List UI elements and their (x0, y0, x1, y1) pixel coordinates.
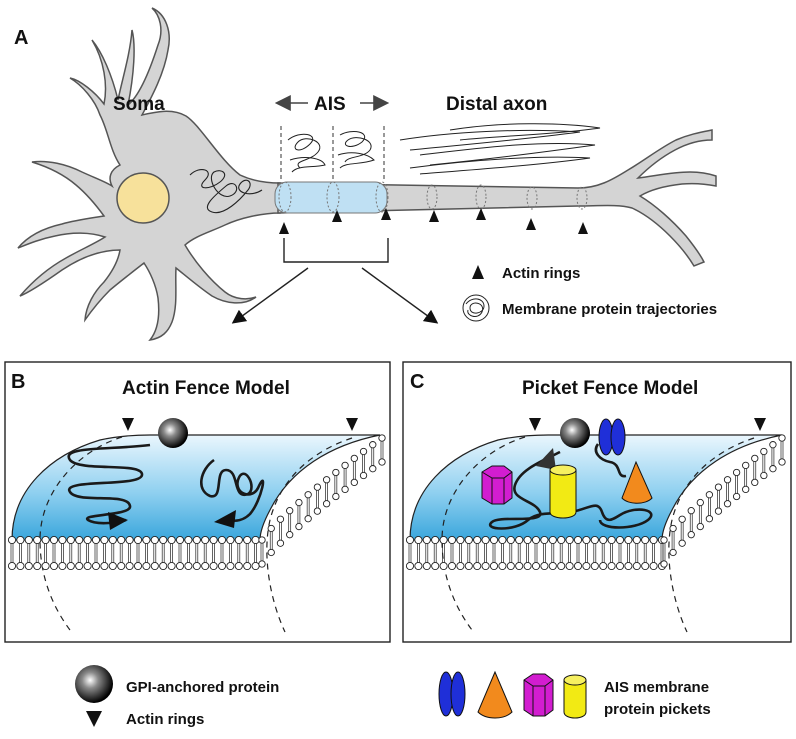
actin-ring-marker-c-right (754, 418, 766, 431)
ais-bracket (283, 238, 389, 263)
nucleus (116, 172, 170, 224)
membrane-b-dashed-left (39, 436, 123, 631)
panel-a-letter: A (14, 27, 28, 49)
lipid-bilayer-c (405, 434, 786, 571)
pickets-legend-line2: protein pickets (604, 701, 711, 718)
panel-c-title: Picket Fence Model (522, 378, 698, 399)
lipid-bilayer-b (7, 434, 386, 571)
panel-b-title: Actin Fence Model (122, 378, 290, 399)
actin-ring-marker-b-left (122, 418, 134, 431)
actin-ring-markers (279, 208, 588, 234)
orange-cone-legend-icon (477, 670, 513, 719)
soma-trajectory (189, 169, 263, 214)
trajectory-b (67, 443, 265, 525)
yellow-cylinder-legend-icon (563, 674, 587, 719)
arrow-to-panel-c (361, 267, 439, 324)
membrane-b (7, 434, 386, 633)
axon (277, 129, 717, 267)
actin-ring-outlines (278, 181, 588, 213)
magenta-hexagon-picket-c (481, 465, 513, 505)
membrane-c-dashed-right (668, 437, 755, 633)
membrane-b-surface (11, 434, 381, 541)
gpi-legend-label: GPI-anchored protein (126, 679, 279, 696)
panel-b-letter: B (11, 371, 25, 393)
membrane-c-surface (409, 434, 783, 541)
trajectory-c (488, 443, 653, 530)
membrane-c-dashed-left (441, 436, 526, 631)
actin-ring-legend-icon (472, 265, 484, 279)
trajectory-legend-icon (462, 294, 490, 322)
gpi-protein-c (560, 418, 590, 448)
actin-rings-legend-label-bottom: Actin rings (126, 711, 204, 728)
actin-rings-legend-icon-bottom (86, 711, 102, 727)
distal-axon-label: Distal axon (446, 94, 547, 115)
membrane-c (405, 434, 786, 633)
blue-picket-legend-icon (438, 671, 466, 717)
arrow-to-panel-b (231, 267, 309, 324)
soma-label: Soma (113, 94, 165, 115)
trajectory-b-arrow-2 (214, 510, 236, 528)
magenta-hexagon-legend-icon (523, 673, 554, 717)
actin-ring-marker-c-left (529, 418, 541, 431)
ais-trajectories (287, 131, 375, 173)
pickets-legend-line1: AIS membrane (604, 679, 709, 696)
yellow-cylinder-picket-c (549, 464, 577, 519)
panel-b-frame (4, 361, 391, 643)
panel-c-frame (402, 361, 792, 643)
ais-boundary-lines (280, 126, 385, 182)
blue-ellipse-picket-c (598, 418, 626, 456)
actin-rings-legend-label: Actin rings (502, 265, 580, 282)
membrane-b-dashed-right (266, 437, 353, 633)
ais-region (274, 181, 388, 214)
distal-trajectories (399, 123, 601, 175)
gpi-protein-b (158, 418, 188, 448)
trajectories-legend-label: Membrane protein trajectories (502, 301, 717, 318)
ais-label: AIS (314, 94, 346, 115)
trajectory-b-arrow-1 (108, 512, 128, 530)
gpi-legend-icon (75, 665, 113, 703)
orange-cone-picket-c (621, 460, 653, 504)
trajectory-c-arrow (536, 448, 556, 470)
panel-c-letter: C (410, 371, 424, 393)
actin-ring-marker-b-right (346, 418, 358, 431)
neuron (17, 7, 717, 342)
